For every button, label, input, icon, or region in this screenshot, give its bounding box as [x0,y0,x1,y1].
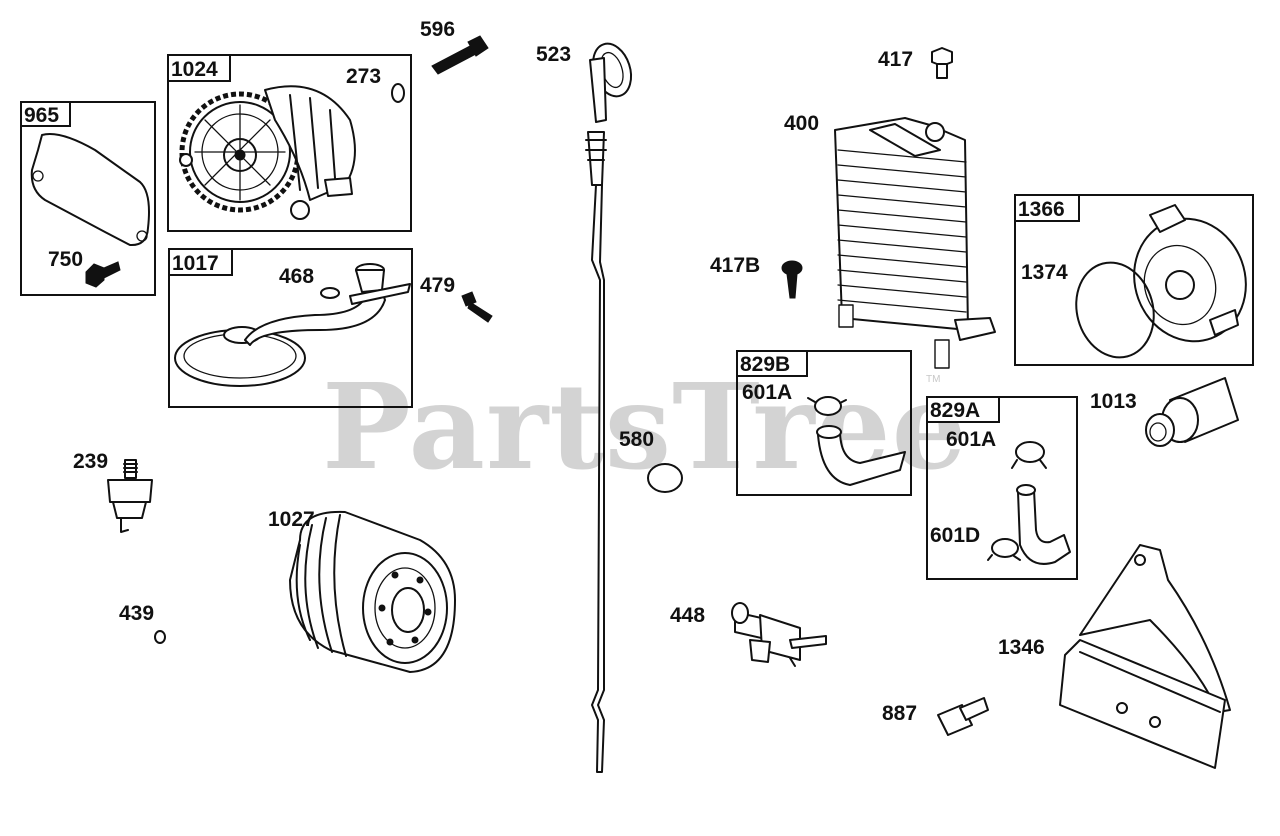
group-label-1024: 1024 [171,58,218,81]
part-label-523[interactable]: 523 [536,43,571,66]
o-ring-273-drawing[interactable] [391,83,405,103]
part-label-750[interactable]: 750 [48,248,83,271]
oil-pickup-1017-drawing[interactable] [174,263,411,387]
group-label-965: 965 [24,104,59,127]
hose-829A-drawing[interactable] [987,441,1071,565]
part-label-448[interactable]: 448 [670,604,705,627]
adapter-1366-drawing[interactable] [1117,203,1263,357]
part-labels: 596 523 417 273 400 750 468 479 417B 137… [48,18,1137,725]
fitting-887-drawing[interactable] [937,697,989,736]
part-label-273[interactable]: 273 [346,65,381,88]
part-label-417[interactable]: 417 [878,48,913,71]
part-label-1374[interactable]: 1374 [1021,261,1068,284]
oil-filter-1027-drawing[interactable] [289,510,456,673]
o-ring-468-drawing[interactable] [320,287,340,299]
part-label-439[interactable]: 439 [119,602,154,625]
fitting-1013-drawing[interactable] [1145,377,1239,447]
pump-housing-1024-drawing[interactable] [179,85,356,220]
group-829B[interactable]: 829B [736,350,912,496]
part-label-596[interactable]: 596 [420,18,455,41]
o-ring-580-drawing[interactable] [647,463,683,493]
o-ring-439-drawing[interactable] [154,630,166,644]
part-label-887[interactable]: 887 [882,702,917,725]
bolt-750-drawing[interactable] [85,261,121,288]
hose-829B-drawing[interactable] [807,396,906,486]
screw-417B-drawing[interactable] [781,260,803,299]
part-label-601D[interactable]: 601D [930,524,980,547]
o-ring-1374-drawing[interactable] [1066,254,1164,366]
bolt-596-drawing[interactable] [431,35,489,75]
group-829A[interactable]: 829A [926,396,1078,580]
dipstick-523-drawing[interactable] [585,39,637,773]
group-1024[interactable]: 1024 [167,54,412,232]
group-label-1017: 1017 [172,252,219,275]
part-label-417B[interactable]: 417B [710,254,760,277]
part-label-1013[interactable]: 1013 [1090,390,1137,413]
part-label-1346[interactable]: 1346 [998,636,1045,659]
oil-cooler-400-drawing[interactable] [834,117,996,369]
group-965[interactable]: 965 [20,101,156,296]
part-label-400[interactable]: 400 [784,112,819,135]
part-label-468[interactable]: 468 [279,265,314,288]
group-1366[interactable]: 1366 [1014,194,1254,366]
part-label-479[interactable]: 479 [420,274,455,297]
pressure-switch-239-drawing[interactable] [107,459,153,533]
group-label-1366: 1366 [1018,198,1065,221]
group-1017[interactable]: 1017 [168,248,413,408]
drain-valve-448-drawing[interactable] [731,602,827,667]
gasket-965-drawing[interactable] [30,133,150,247]
bolt-417-drawing[interactable] [931,47,953,79]
group-label-829A: 829A [930,399,980,422]
part-label-1027[interactable]: 1027 [268,508,315,531]
bracket-1346-drawing[interactable] [1059,544,1231,769]
part-label-580[interactable]: 580 [619,428,654,451]
part-label-601A-829A[interactable]: 601A [946,428,996,451]
part-label-239[interactable]: 239 [73,450,108,473]
part-label-601A-829B[interactable]: 601A [742,381,792,404]
watermark-trademark: TM [926,374,940,385]
group-label-829B: 829B [740,353,790,376]
screw-479-drawing[interactable] [461,291,493,323]
